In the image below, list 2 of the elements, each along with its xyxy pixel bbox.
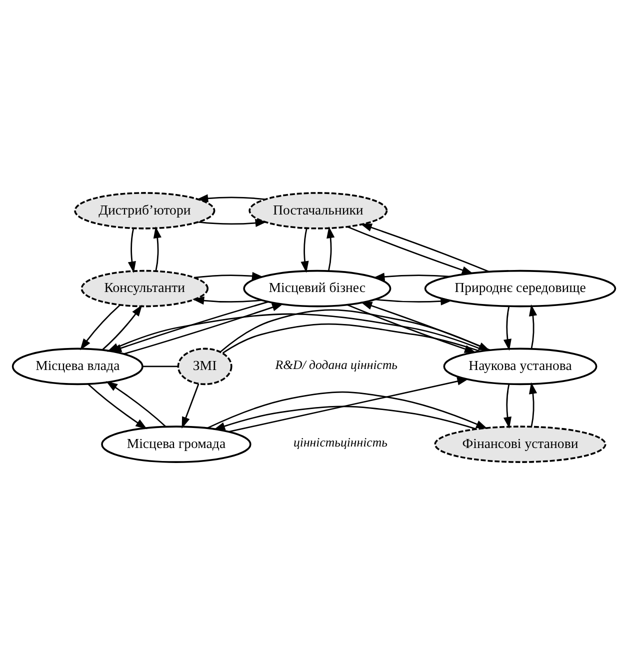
label: R&D/ додана цінність <box>275 357 398 372</box>
label: цінністьцінність <box>294 435 388 450</box>
